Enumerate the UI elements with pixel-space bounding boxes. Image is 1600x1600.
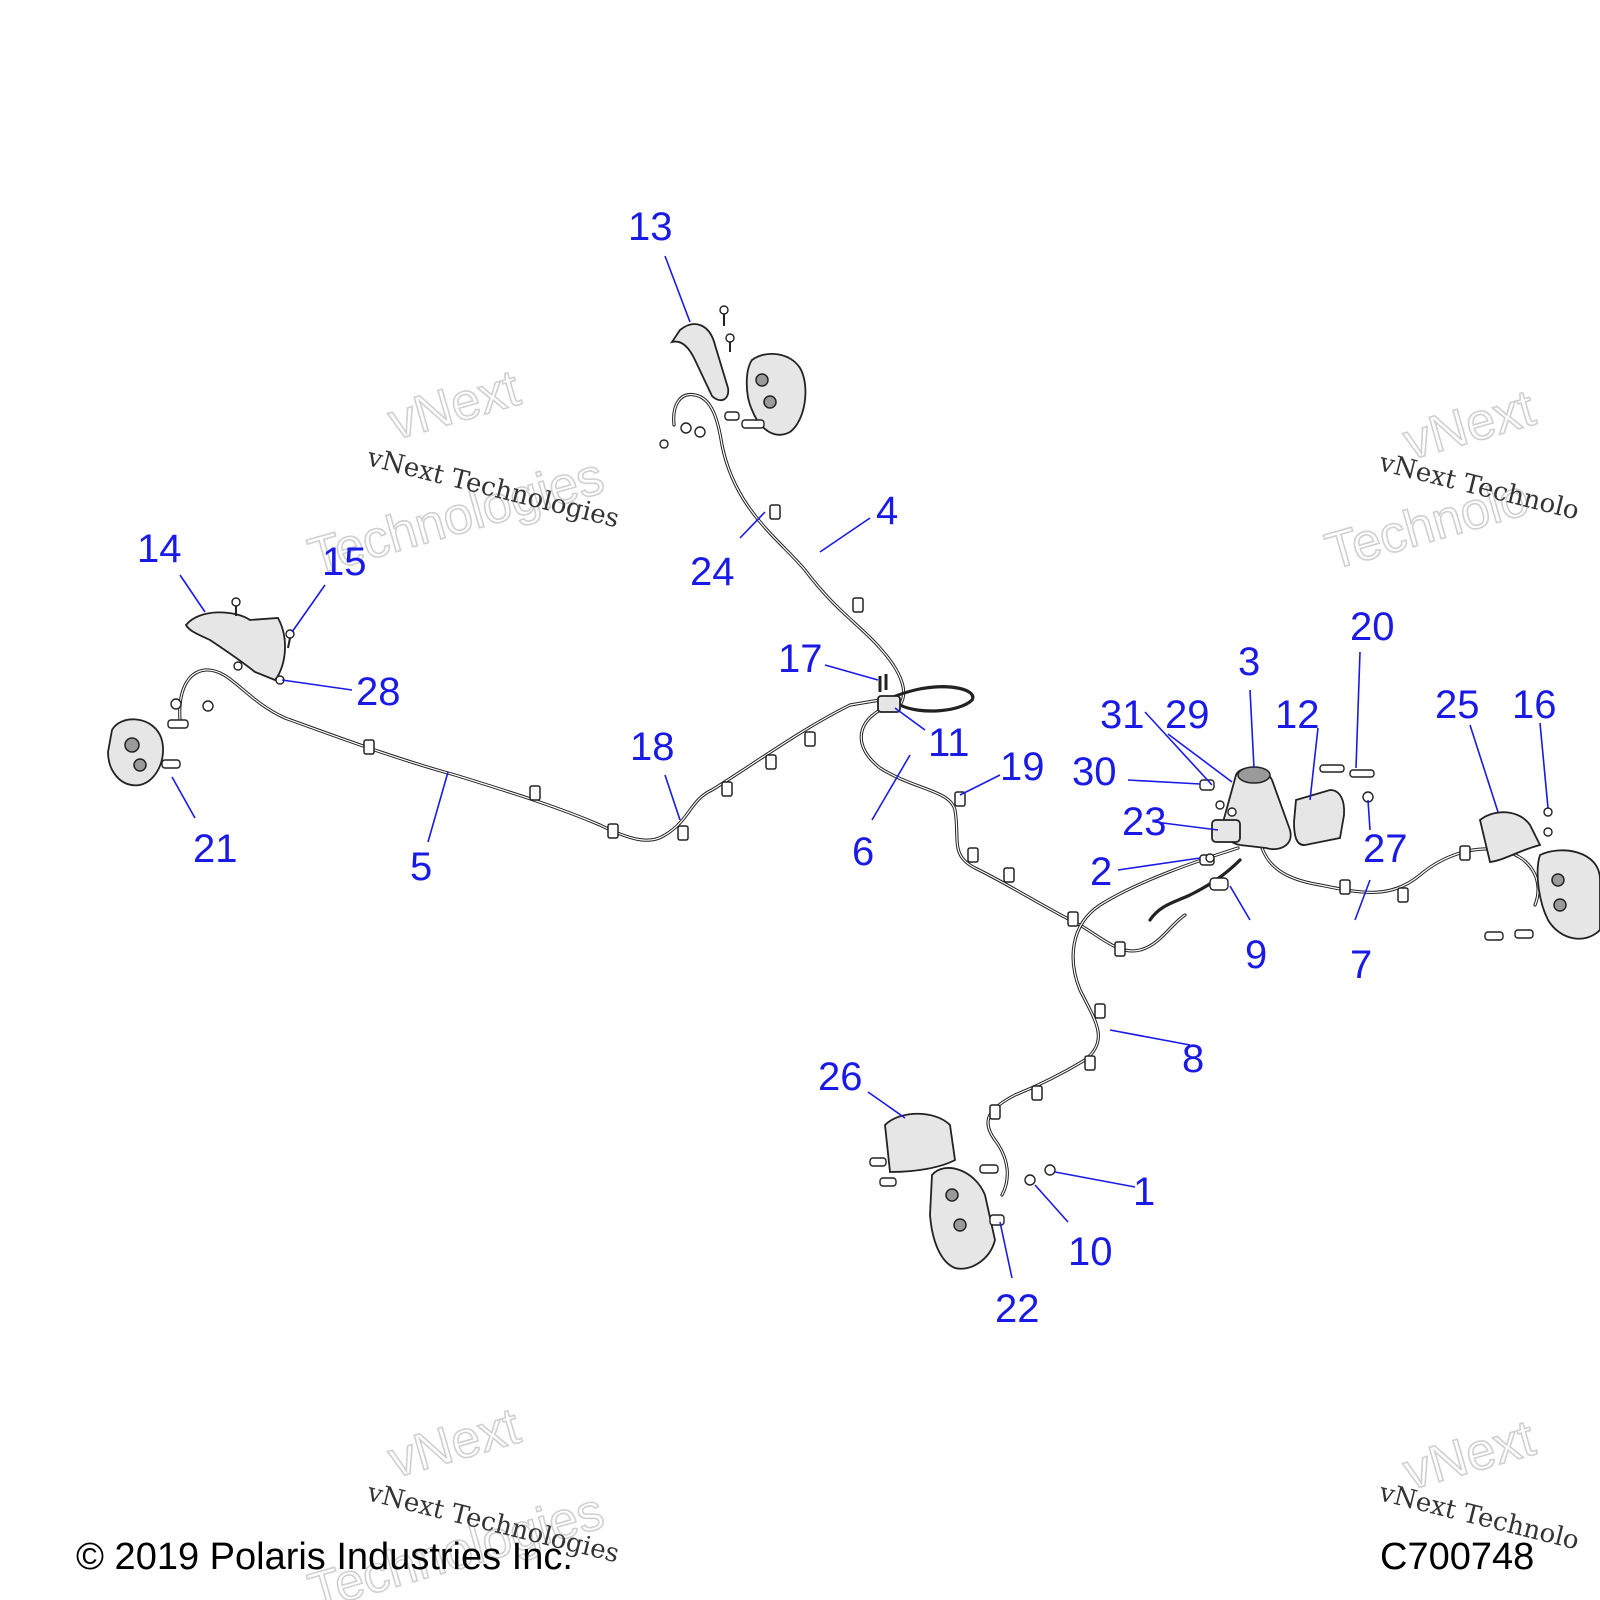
- callout-18: 18: [630, 725, 675, 769]
- callout-3: 3: [1238, 640, 1260, 684]
- callout-25: 25: [1435, 683, 1480, 727]
- svg-text:vNext: vNext: [382, 1397, 526, 1490]
- callout-19: 19: [1000, 745, 1045, 789]
- callout-26: 26: [818, 1055, 863, 1099]
- callout-1: 1: [1133, 1170, 1155, 1214]
- shield-26: [869, 1112, 956, 1187]
- callout-29: 29: [1165, 693, 1210, 737]
- brake-line-6: [859, 708, 1187, 953]
- callout-11: 11: [928, 721, 970, 765]
- callout-13: 13: [628, 205, 673, 249]
- svg-text:vNext: vNext: [382, 359, 526, 452]
- callout-22: 22: [995, 1287, 1040, 1331]
- bolts-17: [878, 674, 888, 692]
- callout-2: 2: [1090, 850, 1112, 894]
- callout-27: 27: [1363, 827, 1408, 871]
- cover-12: [1293, 789, 1345, 846]
- callout-20: 20: [1350, 605, 1395, 649]
- brake-line-7: [1260, 846, 1540, 907]
- master-cylinder-3: [1199, 766, 1292, 891]
- callout-31: 31: [1100, 693, 1145, 737]
- bolts-20-27: [1319, 764, 1375, 803]
- leader-lines: [171, 255, 1549, 1279]
- callout-17: 17: [778, 637, 823, 681]
- callout-labels: 1 2 3 4 5 6 7 8 9 10 11 12 13 14 15 16 1…: [137, 205, 1557, 1331]
- brake-line-short: [1148, 858, 1242, 922]
- brake-line-4: [672, 393, 906, 707]
- callout-10: 10: [1068, 1230, 1113, 1274]
- callout-30: 30: [1072, 750, 1117, 794]
- callout-8: 8: [1182, 1037, 1204, 1081]
- copyright-notice: © 2019 Polaris Industries Inc.: [76, 1536, 573, 1578]
- callout-23: 23: [1122, 800, 1167, 844]
- callout-5: 5: [410, 845, 432, 889]
- callout-24: 24: [690, 550, 735, 594]
- bracket-14: [184, 597, 295, 685]
- caliper-right: [1484, 849, 1600, 941]
- callout-9: 9: [1245, 933, 1267, 977]
- watermark-bottom-right: vNext vNext Technolo: [1375, 1408, 1582, 1556]
- callout-6: 6: [852, 830, 874, 874]
- callout-4: 4: [876, 489, 898, 533]
- callout-7: 7: [1350, 943, 1372, 987]
- caliper-left: [107, 698, 214, 787]
- brake-line-5: [178, 668, 882, 842]
- callout-15: 15: [322, 540, 367, 584]
- bracket-13: [669, 305, 735, 402]
- caliper-bottom: [929, 1164, 1056, 1270]
- line-clips: [363, 504, 1471, 1120]
- callout-12: 12: [1275, 693, 1320, 737]
- diagram-id: C700748: [1380, 1536, 1535, 1578]
- callout-21: 21: [193, 827, 238, 871]
- caliper-top: [659, 353, 807, 449]
- watermark-top-right: vNext Technolo vNext Technolo: [1319, 378, 1583, 582]
- callout-16: 16: [1512, 683, 1557, 727]
- callout-28: 28: [356, 670, 401, 714]
- callout-14: 14: [137, 527, 182, 571]
- junction-block-11: [877, 695, 901, 713]
- brake-line-8: [986, 846, 1240, 1197]
